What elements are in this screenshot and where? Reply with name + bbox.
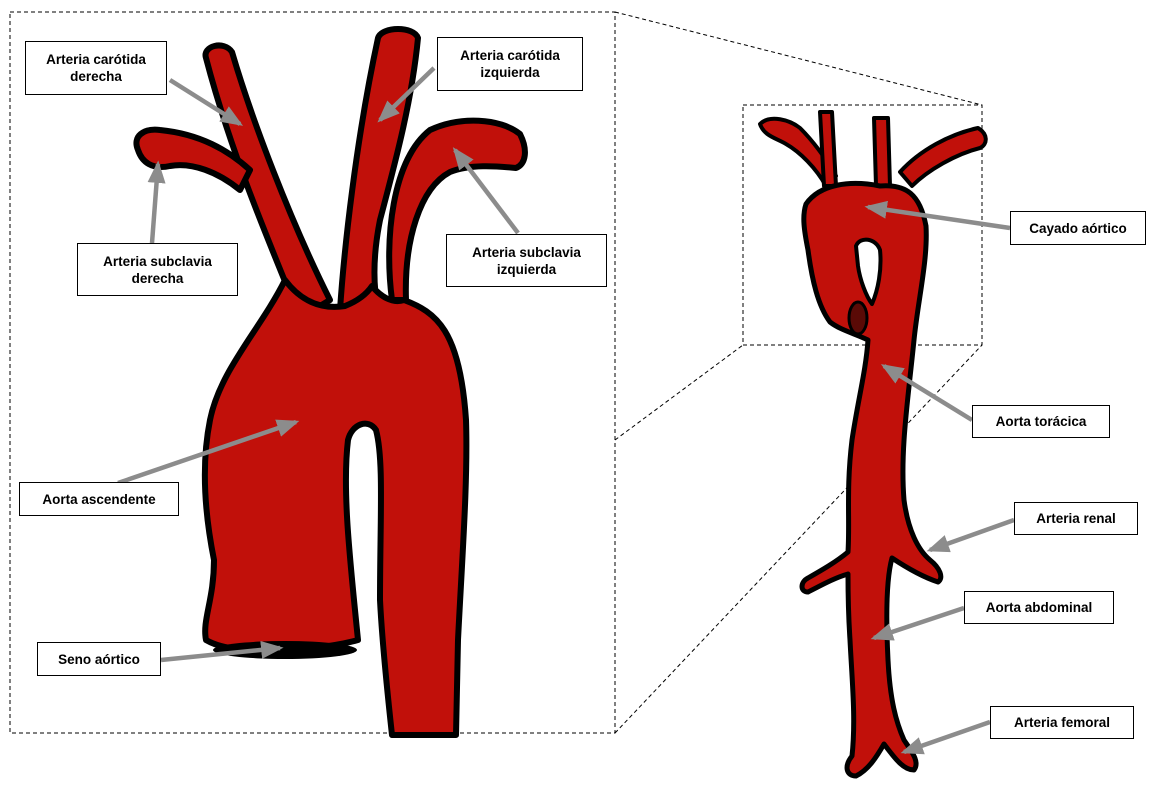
label-aortic-sinus: Seno aórtico (37, 642, 161, 676)
full-aorta-sinus (849, 302, 867, 334)
full-aorta (760, 112, 986, 776)
label-right-carotid: Arteria carótida derecha (25, 41, 167, 95)
label-left-carotid: Arteria carótida izquierda (437, 37, 583, 91)
label-thoracic-aorta: Aorta torácica (972, 405, 1110, 438)
aortic-arch-body (205, 280, 467, 735)
label-abdominal-aorta: Aorta abdominal (964, 591, 1114, 624)
aortic-sinus-opening (213, 641, 357, 659)
arrow-femoral-artery (904, 722, 990, 752)
aortic-arch-detail (136, 29, 525, 735)
full-aorta-left-carotid (874, 118, 890, 186)
label-left-subclavian: Arteria subclavia izquierda (446, 234, 607, 287)
full-aorta-right-carotid (820, 112, 836, 186)
label-femoral-artery: Arteria femoral (990, 706, 1134, 739)
arrow-right-subclavian (152, 164, 158, 243)
full-aorta-left-subclavian (900, 128, 986, 186)
zoom-connector-lines (615, 12, 982, 733)
label-renal-artery: Arteria renal (1014, 502, 1138, 535)
label-ascending-aorta: Aorta ascendente (19, 482, 179, 516)
arrow-renal-artery (930, 520, 1014, 550)
label-right-subclavian: Arteria subclavia derecha (77, 243, 238, 296)
label-aortic-arch: Cayado aórtico (1010, 211, 1146, 245)
